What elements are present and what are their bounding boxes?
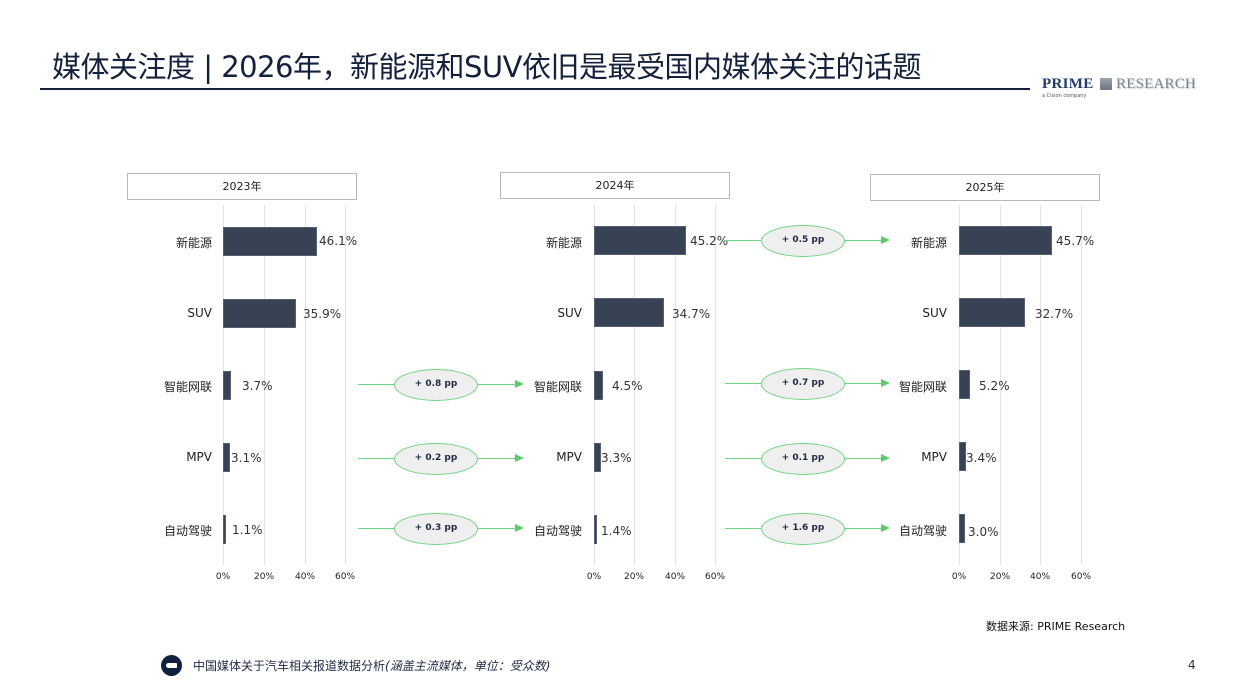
category-label: 智能网联 [533, 380, 582, 394]
bar-2023-mpv [223, 443, 230, 472]
bar-2025-suv [959, 298, 1025, 327]
category-label: SUV [922, 306, 947, 320]
change-badge-zidongjiashi-23-24: + 0.3 pp [394, 513, 478, 545]
logo-subtitle: a Cision company [1042, 93, 1087, 99]
category-label: MPV [186, 450, 212, 464]
arrow-right-icon [881, 454, 890, 462]
bar-2023-zidongjiashi [223, 515, 226, 544]
value-label: 5.2% [979, 379, 1010, 393]
bar-2025-xinnengyuan [959, 226, 1052, 255]
category-label: 自动驾驶 [898, 524, 947, 538]
year-header-2025: 2025年 [870, 174, 1100, 201]
footer-description: 中国媒体关于汽车相关报道数据分析(涵盖主流媒体，单位：受众数) [193, 657, 550, 674]
value-label: 1.1% [232, 523, 263, 537]
bar-2024-suv [594, 298, 664, 327]
value-label: 4.5% [612, 379, 643, 393]
footer-description-main: 中国媒体关于汽车相关报道数据分析 [193, 659, 386, 673]
change-badge-mpv-24-25: + 0.1 pp [761, 443, 845, 475]
bar-2023-suv [223, 299, 296, 328]
bar-2024-zhinengwanglian [594, 371, 603, 400]
change-badge-zhinengwanglian-24-25: + 0.7 pp [761, 368, 845, 400]
arrow-right-icon [881, 379, 890, 387]
value-label: 1.4% [601, 524, 632, 538]
bar-2024-mpv [594, 443, 601, 472]
arrow-right-icon [881, 236, 890, 244]
bar-2024-xinnengyuan [594, 226, 686, 255]
change-badge-zhinengwanglian-23-24: + 0.8 pp [394, 369, 478, 401]
category-label: SUV [187, 306, 212, 320]
category-label: 新能源 [910, 236, 947, 250]
x-tick: 20% [253, 572, 275, 582]
x-tick: 20% [989, 572, 1011, 582]
value-label: 45.7% [1056, 234, 1095, 248]
gridline-40 [1040, 205, 1041, 565]
value-label: 3.0% [968, 525, 999, 539]
value-label: 3.1% [231, 451, 262, 465]
logo-book-icon [1100, 78, 1112, 90]
gridline-20 [634, 205, 635, 565]
bar-2024-zidongjiashi [594, 515, 597, 544]
gridline-60 [345, 205, 346, 565]
bar-2025-zidongjiashi [959, 514, 965, 543]
x-tick: 0% [951, 572, 967, 582]
category-label: 新能源 [545, 236, 582, 250]
value-label: 34.7% [672, 307, 711, 321]
gridline-40 [675, 205, 676, 565]
arrow-right-icon [881, 524, 890, 532]
change-badge-mpv-23-24: + 0.2 pp [394, 443, 478, 475]
value-label: 45.2% [690, 234, 729, 248]
x-tick: 60% [1070, 572, 1092, 582]
x-tick: 40% [1029, 572, 1051, 582]
category-label: 自动驾驶 [163, 524, 212, 538]
category-label: 智能网联 [898, 380, 947, 394]
logo-research-text: RESEARCH [1116, 76, 1196, 92]
arrow-right-icon [515, 454, 524, 462]
value-label: 3.3% [601, 451, 632, 465]
x-tick: 0% [215, 572, 231, 582]
x-tick: 40% [294, 572, 316, 582]
category-label: 自动驾驶 [533, 524, 582, 538]
year-header-2023: 2023年 [127, 173, 357, 200]
page-title: 媒体关注度 | 2026年，新能源和SUV依旧是最受国内媒体关注的话题 [52, 50, 921, 84]
year-header-2024: 2024年 [500, 172, 730, 199]
category-label: SUV [557, 306, 582, 320]
value-label: 35.9% [303, 307, 342, 321]
bar-2025-mpv [959, 442, 966, 471]
page-number: 4 [1188, 658, 1196, 672]
x-tick: 20% [623, 572, 645, 582]
hand-pointing-icon [161, 655, 182, 676]
x-tick: 40% [664, 572, 686, 582]
gridline-20 [1000, 205, 1001, 565]
data-source: 数据来源: PRIME Research [986, 620, 1126, 633]
category-label: 新能源 [175, 236, 212, 250]
category-label: MPV [921, 450, 947, 464]
value-label: 32.7% [1035, 307, 1074, 321]
footer-description-note: (涵盖主流媒体，单位：受众数) [385, 659, 551, 673]
arrow-right-icon [515, 380, 524, 388]
title-divider [40, 88, 1030, 90]
gridline-60 [1081, 205, 1082, 565]
bar-2023-zhinengwanglian [223, 371, 231, 400]
gridline-60 [715, 205, 716, 565]
x-tick: 0% [586, 572, 602, 582]
x-tick: 60% [334, 572, 356, 582]
prime-research-logo: PRIME RESEARCH a Cision company [1042, 76, 1212, 102]
bar-2023-xinnengyuan [223, 227, 317, 256]
gridline-20 [264, 205, 265, 565]
value-label: 3.4% [966, 451, 997, 465]
value-label: 3.7% [242, 379, 273, 393]
arrow-right-icon [515, 524, 524, 532]
gridline-40 [305, 205, 306, 565]
category-label: MPV [556, 450, 582, 464]
change-badge-zidongjiashi-24-25: + 1.6 pp [761, 513, 845, 545]
change-badge-xinnengyuan-24-25: + 0.5 pp [761, 225, 845, 257]
value-label: 46.1% [319, 234, 358, 248]
category-label: 智能网联 [163, 380, 212, 394]
bar-2025-zhinengwanglian [959, 370, 970, 399]
logo-prime-text: PRIME [1042, 76, 1094, 92]
x-tick: 60% [704, 572, 726, 582]
